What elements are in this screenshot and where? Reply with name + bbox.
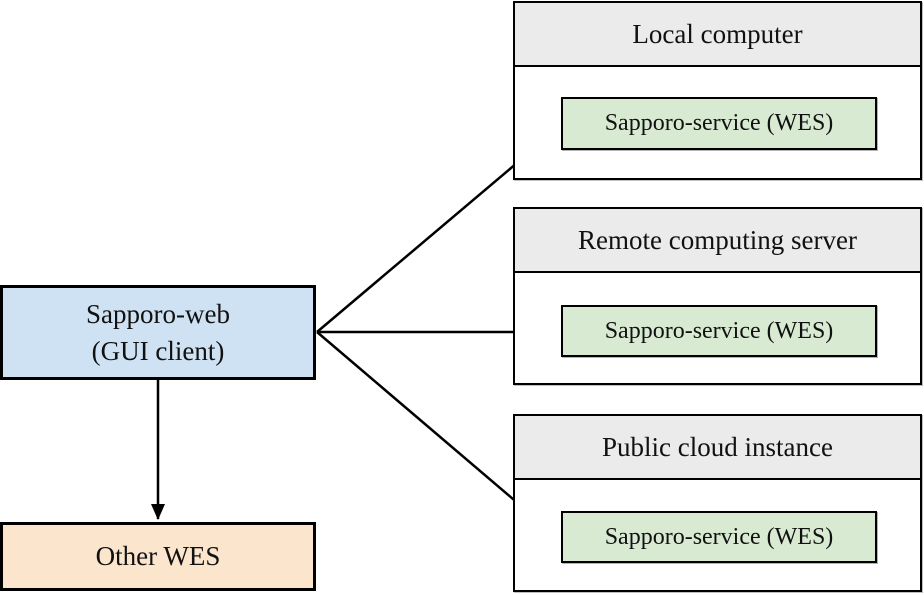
other-wes-node: Other WES xyxy=(0,522,316,591)
host-local-computer-title: Local computer xyxy=(515,3,920,67)
service-node-remote-label: Sapporo-service (WES) xyxy=(604,317,834,344)
client-node-label-line1: Sapporo-web xyxy=(86,299,230,330)
other-wes-node-label: Other WES xyxy=(95,541,221,571)
service-node-local: Sapporo-service (WES) xyxy=(561,97,877,150)
host-remote-computing-server: Remote computing server xyxy=(513,207,922,385)
host-public-cloud-instance: Public cloud instance xyxy=(513,414,922,592)
host-remote-computing-server-title: Remote computing server xyxy=(515,209,920,273)
service-node-remote: Sapporo-service (WES) xyxy=(561,305,877,357)
service-node-cloud: Sapporo-service (WES) xyxy=(561,511,877,563)
service-node-cloud-label: Sapporo-service (WES) xyxy=(604,523,834,550)
client-node: Sapporo-web (GUI client) xyxy=(0,285,316,380)
client-node-label-line2: (GUI client) xyxy=(91,335,225,366)
service-node-local-label: Sapporo-service (WES) xyxy=(604,110,834,136)
host-public-cloud-instance-title: Public cloud instance xyxy=(515,416,920,480)
host-local-computer: Local computer xyxy=(513,1,922,180)
